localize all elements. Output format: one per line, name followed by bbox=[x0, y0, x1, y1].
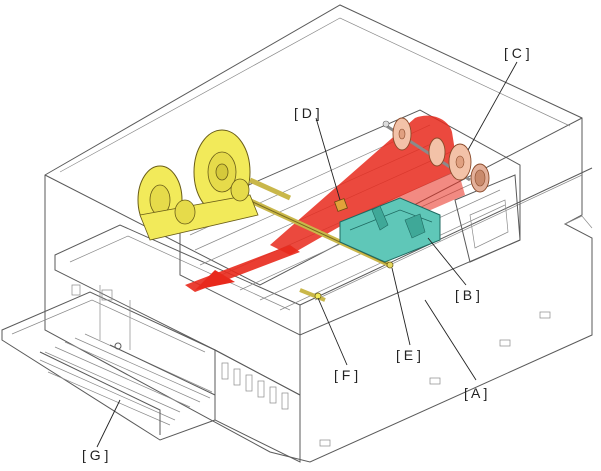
inner-chassis bbox=[54, 224, 301, 396]
callout-labels: [ C ] [ D ] [ B ] [ E ] [ A ] [ F ] [ G … bbox=[82, 45, 530, 463]
callout-f: [ F ] bbox=[334, 367, 358, 383]
output-tray bbox=[1, 291, 216, 441]
callout-e: [ E ] bbox=[396, 347, 421, 363]
leader-lines bbox=[96, 61, 518, 448]
callout-g: [ G ] bbox=[82, 447, 108, 463]
paper-feed-rollers bbox=[382, 117, 490, 193]
callout-c: [ C ] bbox=[504, 45, 530, 61]
callout-b: [ B ] bbox=[455, 287, 480, 303]
arrow-left-icon bbox=[195, 270, 235, 290]
gear-assembly bbox=[137, 129, 292, 241]
front-slots bbox=[221, 362, 289, 410]
print-head bbox=[334, 198, 348, 212]
paper-guide bbox=[299, 288, 326, 302]
callout-a: [ A ] bbox=[464, 385, 487, 401]
carriage-unit bbox=[339, 197, 441, 263]
callout-d: [ D ] bbox=[294, 105, 320, 121]
